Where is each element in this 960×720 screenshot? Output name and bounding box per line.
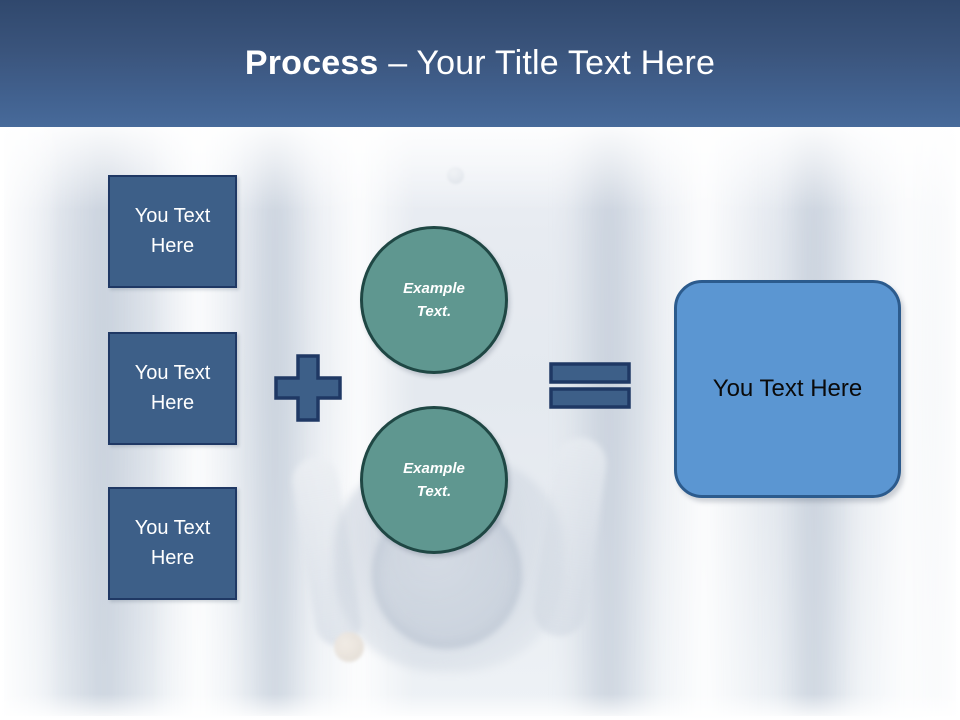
shirt-collar-button <box>447 167 464 184</box>
page-title: Process – Your Title Text Here <box>0 44 960 83</box>
page-title-light: – Your Title Text Here <box>378 44 716 82</box>
equals-sign-icon <box>549 362 631 409</box>
page-title-strong: Process <box>244 44 379 82</box>
camera-knob <box>334 632 364 662</box>
plus-sign-icon <box>274 354 342 422</box>
result-box[interactable]: You Text Here <box>674 280 901 498</box>
result-box-label: You Text Here <box>712 375 863 402</box>
title-bar: Process – Your Title Text Here <box>0 0 960 127</box>
